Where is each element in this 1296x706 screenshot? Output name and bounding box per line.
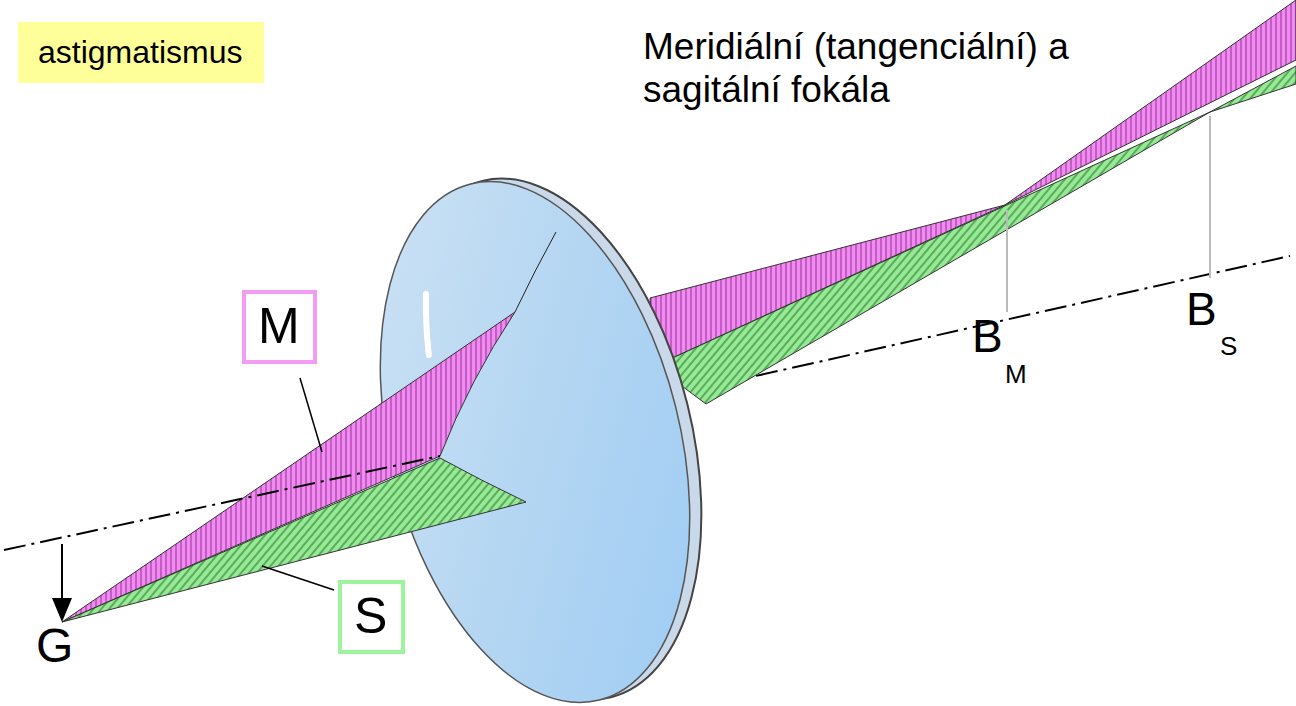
focal-label: B [1186,283,1217,336]
optical-axis [4,456,440,550]
sagittal-fan [62,458,526,622]
lens-highlight [414,294,440,355]
box-text: astigmatismus [38,34,244,71]
callout-box: M [242,290,317,364]
leader-line [1209,116,1211,278]
lens-meridian [515,232,556,312]
callout-box: S [338,580,405,654]
box-text: M [258,298,301,356]
sagittal-beam [655,112,1210,404]
callout-leader [300,378,322,452]
focal-subscript: M [1005,360,1027,390]
focal-label: B [972,310,1003,363]
meridional-beam [650,205,1005,366]
sagittal-beam [1210,66,1296,112]
callout-leader [262,566,334,590]
object-arrowhead [52,598,72,622]
focal-subscript: S [1220,332,1237,362]
point-label: G [36,618,73,673]
note-text: Meridiální (tangenciální) a sagitální fo… [643,26,1191,111]
leader-line [1006,210,1008,312]
box-text: S [354,588,389,646]
title-box: astigmatismus [18,22,264,83]
object-arrow [61,544,63,600]
